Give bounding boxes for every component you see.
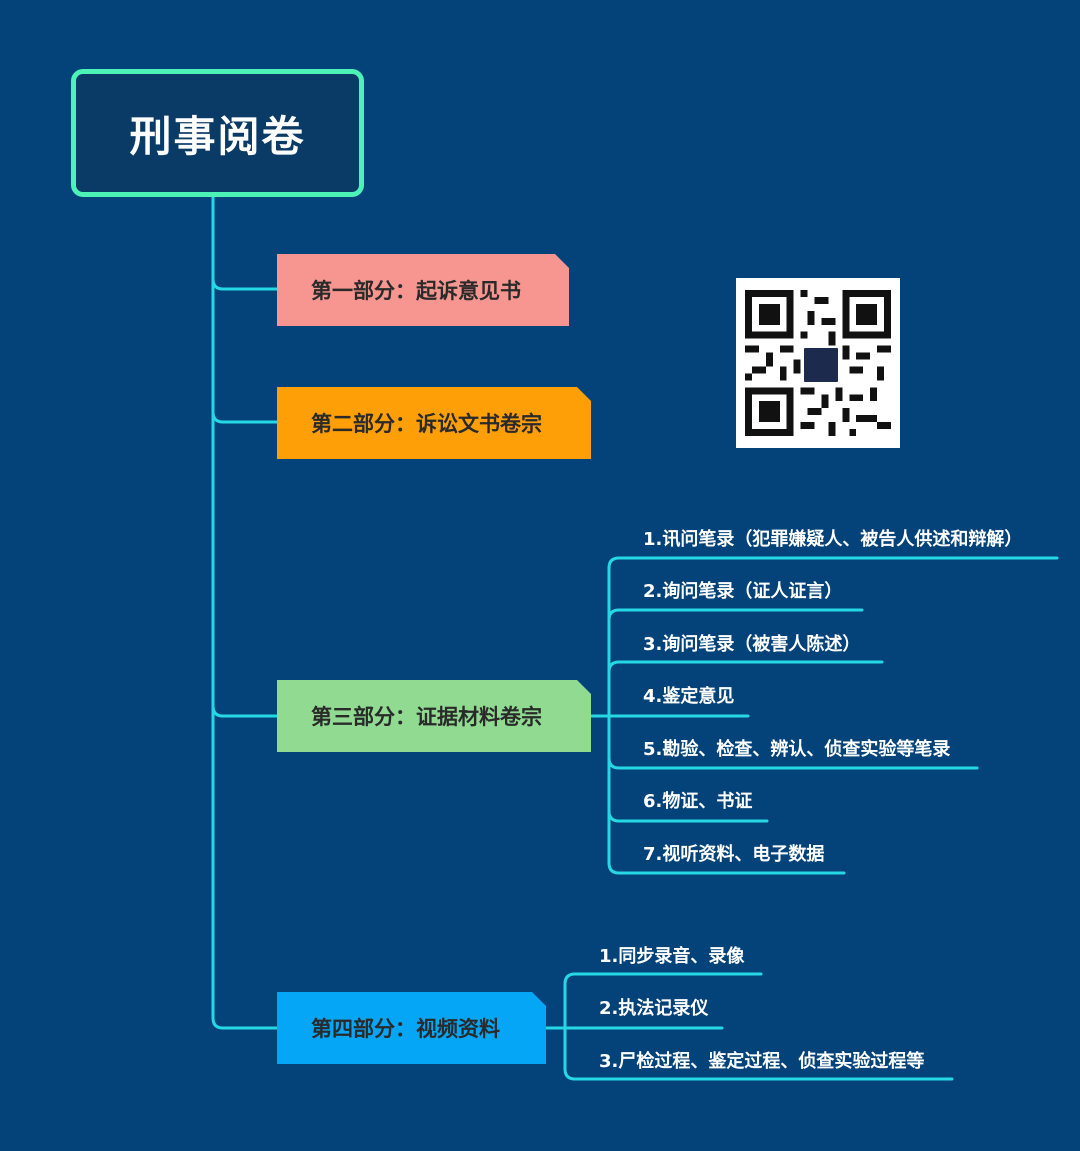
leaf-b3-1: 1.讯问笔录（犯罪嫌疑人、被告人供述和辩解） <box>643 529 1023 550</box>
leaf-b3-5: 5.勘验、检查、辨认、侦查实验等笔录 <box>643 739 951 760</box>
trunk-line <box>211 190 280 1030</box>
branch-node-1: 第一部分：起诉意见书 <box>277 254 569 326</box>
branch-node-4: 第四部分：视频资料 <box>277 992 546 1064</box>
branch-node-2: 第二部分：诉讼文书卷宗 <box>277 387 591 459</box>
connector-b4-c1 <box>563 972 763 1030</box>
leaf-b3-4: 4.鉴定意见 <box>643 686 735 707</box>
branch-label: 第二部分：诉讼文书卷宗 <box>311 412 542 436</box>
branch-label: 第三部分：证据材料卷宗 <box>311 705 542 729</box>
connector-b3-c3 <box>607 660 884 674</box>
leaf-b3-3: 3.询问笔录（被害人陈述） <box>643 634 861 655</box>
connector-b4-c3 <box>563 1026 954 1081</box>
leaf-b4-1: 1.同步录音、录像 <box>599 946 745 967</box>
connector-b3-c2 <box>607 608 864 622</box>
root-node: 刑事阅卷 <box>71 69 364 197</box>
qr-code-icon <box>736 278 900 448</box>
branch-node-3: 第三部分：证据材料卷宗 <box>277 680 591 752</box>
qr-code-pattern <box>745 290 891 436</box>
connector-b3-c1 <box>607 556 1059 718</box>
branch-label: 第四部分：视频资料 <box>311 1017 500 1041</box>
leaf-b3-6: 6.物证、书证 <box>643 791 753 812</box>
qr-logo-icon <box>802 346 840 384</box>
leaf-b3-7: 7.视听资料、电子数据 <box>643 844 825 865</box>
leaf-b3-2: 2.询问笔录（证人证言） <box>643 581 843 602</box>
connector-b3-c7 <box>607 809 846 875</box>
connector-branch-2 <box>211 410 280 424</box>
branch-label: 第一部分：起诉意见书 <box>311 279 521 303</box>
leaf-b4-3: 3.尸检过程、鉴定过程、侦查实验过程等 <box>599 1051 925 1072</box>
connector-branch-3 <box>211 704 280 718</box>
connector-branch-1 <box>211 277 280 291</box>
root-title: 刑事阅卷 <box>129 111 306 161</box>
leaf-b4-2: 2.执法记录仪 <box>599 998 709 1019</box>
